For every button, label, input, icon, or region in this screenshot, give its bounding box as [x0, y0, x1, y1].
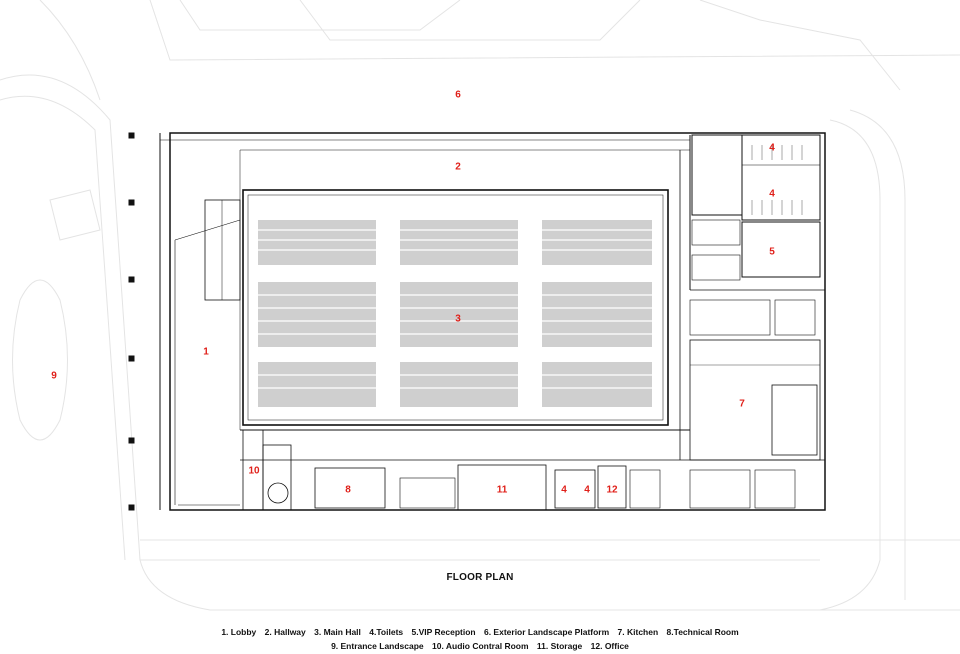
legend-item: 9. Entrance Landscape — [331, 641, 424, 651]
label-lobby: 1 — [203, 346, 209, 358]
plan-title: FLOOR PLAN — [446, 572, 514, 583]
label-storage: 11 — [496, 484, 508, 496]
building-walls — [128, 132, 826, 511]
legend-item: 10. Audio Contral Room — [432, 641, 529, 651]
legend-item: 2. Hallway — [264, 627, 306, 637]
legend-item: 1. Lobby — [221, 627, 257, 637]
label-exterior-platform: 6 — [455, 89, 461, 101]
label-toilets-3: 4 — [561, 484, 567, 496]
legend-item: 6. Exterior Landscape Platform — [483, 627, 610, 637]
legend-line-1: 1. Lobby 2. Hallway 3. Main Hall 4.Toile… — [0, 627, 960, 637]
label-audio-control-room: 10 — [248, 465, 260, 477]
legend-item: 7. Kitchen — [617, 627, 659, 637]
label-hallway: 2 — [455, 161, 461, 173]
seating-rows — [258, 220, 652, 407]
label-toilets-1: 4 — [769, 142, 775, 154]
site-context — [0, 0, 960, 611]
label-technical-room: 8 — [345, 484, 351, 496]
toilet-stalls — [751, 145, 803, 215]
legend-item: 5.VIP Reception — [411, 627, 476, 637]
label-entrance-landscape: 9 — [51, 370, 57, 382]
label-office: 12 — [606, 484, 618, 496]
label-vip-reception: 5 — [769, 246, 775, 258]
legend-item: 3. Main Hall — [314, 627, 361, 637]
legend-item: 4.Toilets — [369, 627, 404, 637]
legend-line-2: 9. Entrance Landscape 10. Audio Contral … — [0, 641, 960, 651]
label-main-hall: 3 — [455, 313, 461, 325]
legend-item: 11. Storage — [536, 641, 583, 651]
label-toilets-4: 4 — [584, 484, 590, 496]
legend-item: 8.Technical Room — [666, 627, 739, 637]
seating-aisles — [258, 229, 652, 389]
legend-item: 12. Office — [590, 641, 629, 651]
label-toilets-2: 4 — [769, 188, 775, 200]
label-kitchen: 7 — [739, 398, 745, 410]
